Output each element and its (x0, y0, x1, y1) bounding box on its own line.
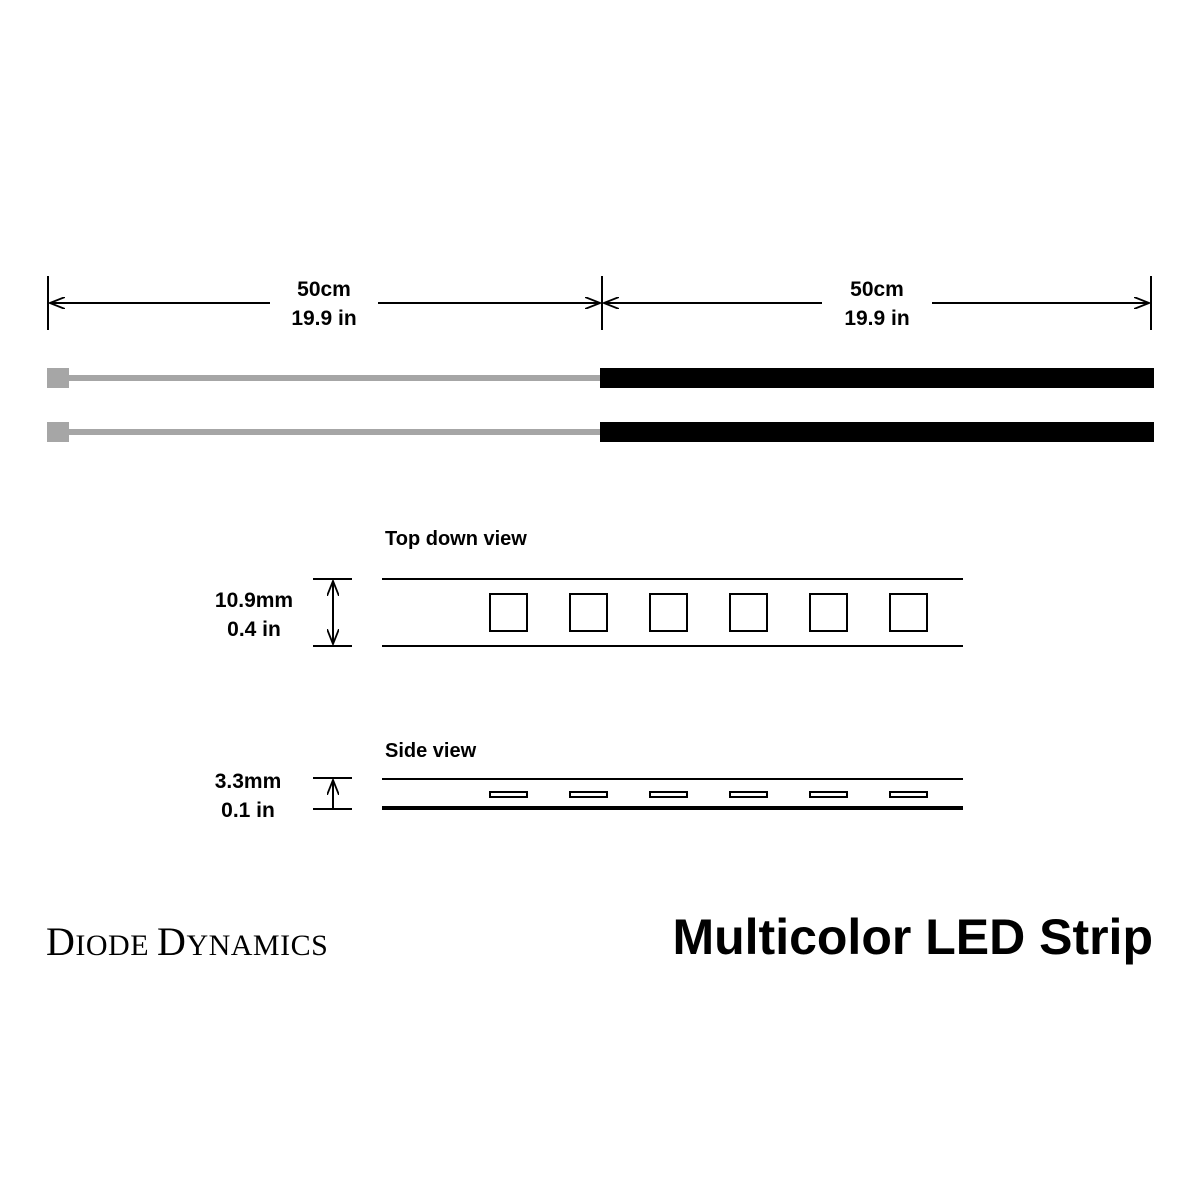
side-view-led-1 (489, 791, 528, 798)
top-view (313, 578, 963, 647)
side-view-leds (489, 791, 928, 798)
top-view-width-mm: 10.9mm (214, 589, 294, 612)
led-strip-1 (600, 368, 1154, 388)
left-length-in: 19.9 in (291, 307, 357, 330)
top-view-led-3 (649, 593, 688, 632)
led-strip-2 (600, 422, 1154, 442)
top-view-led-1 (489, 593, 528, 632)
right-length-in: 19.9 in (844, 307, 910, 330)
top-view-led-4 (729, 593, 768, 632)
brand-initial-1: D (46, 919, 76, 964)
lead-wire-1 (68, 375, 602, 381)
top-view-title: Top down view (385, 528, 527, 550)
top-view-led-6 (889, 593, 928, 632)
top-view-leds (489, 593, 928, 632)
right-length-label: 50cm 19.9 in (817, 275, 937, 333)
side-view-led-3 (649, 791, 688, 798)
side-view-title: Side view (385, 740, 477, 762)
lead-wire-2 (68, 429, 602, 435)
strip-2 (47, 422, 1154, 442)
right-length-cm: 50cm (850, 278, 904, 301)
top-view-led-5 (809, 593, 848, 632)
connector-1 (47, 368, 69, 388)
side-view-led-4 (729, 791, 768, 798)
side-view-led-6 (889, 791, 928, 798)
brand-word-1-rest: IODE (75, 929, 150, 962)
left-length-label: 50cm 19.9 in (264, 275, 384, 333)
top-view-led-2 (569, 593, 608, 632)
product-title: Multicolor LED Strip (672, 909, 1153, 965)
brand-initial-2: D (157, 919, 187, 964)
length-dimension (47, 276, 1152, 330)
connector-2 (47, 422, 69, 442)
brand-logo: DIODE DYNAMICS (46, 918, 328, 965)
side-view (313, 777, 963, 810)
top-view-width-in: 0.4 in (227, 618, 281, 641)
brand-word-2-rest: YNAMICS (186, 929, 329, 962)
side-view-height-label: 3.3mm 0.1 in (198, 767, 298, 825)
top-view-width-label: 10.9mm 0.4 in (204, 586, 304, 644)
strip-1 (47, 368, 1154, 388)
left-length-cm: 50cm (297, 278, 351, 301)
side-view-led-5 (809, 791, 848, 798)
side-view-height-mm: 3.3mm (214, 770, 282, 793)
side-view-height-in: 0.1 in (221, 799, 275, 822)
side-view-base (382, 806, 963, 810)
side-view-led-2 (569, 791, 608, 798)
